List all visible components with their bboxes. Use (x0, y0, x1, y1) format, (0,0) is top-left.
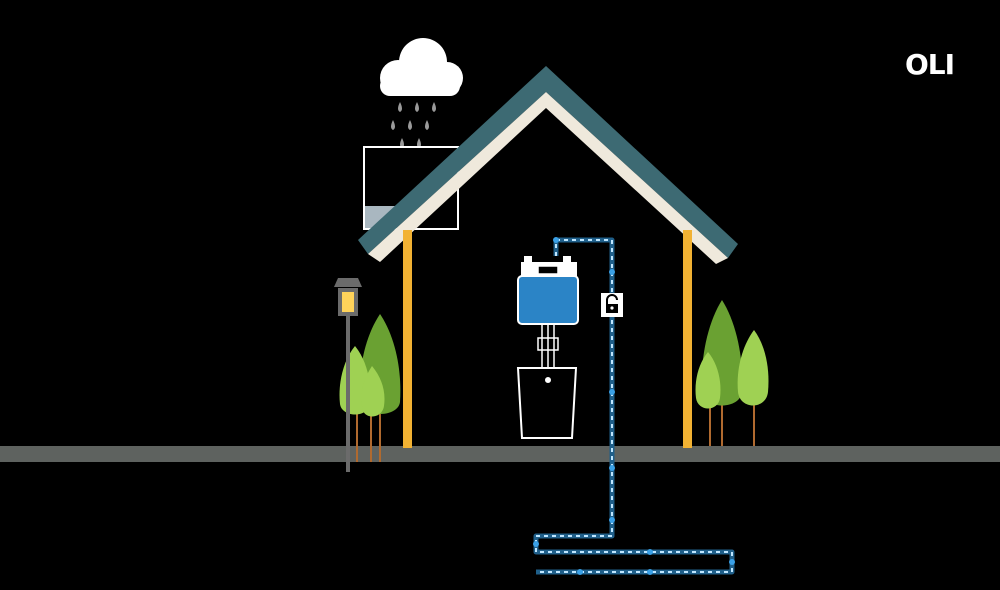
cloud-icon (380, 38, 463, 96)
lock-icon (601, 293, 623, 317)
water-tank (517, 256, 579, 325)
water-pipe (533, 237, 735, 575)
rain-drop-icon (391, 102, 436, 148)
brand-logo: OLI (905, 48, 955, 81)
pipe-joint (533, 237, 735, 575)
filter-unit (537, 324, 559, 372)
tree-icon (695, 300, 769, 446)
house-post-right (683, 230, 692, 448)
ground-strip (0, 446, 1000, 462)
street-lamp-icon (334, 278, 362, 472)
storage-container (516, 367, 578, 439)
house-post-left (403, 230, 412, 448)
